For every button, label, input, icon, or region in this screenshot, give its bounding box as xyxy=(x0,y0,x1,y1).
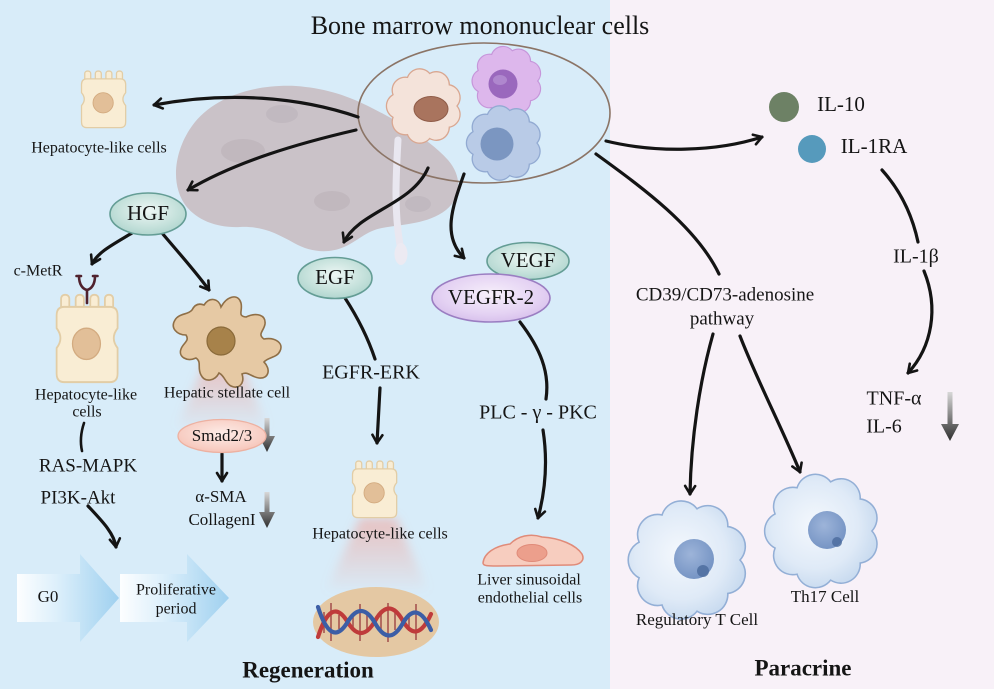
paracrine-section-label: Paracrine xyxy=(754,655,851,680)
decrease-arrow-smad xyxy=(259,418,275,452)
hgf-label: HGF xyxy=(127,201,169,225)
dna-icon xyxy=(313,587,439,657)
tnf-label: TNF-α xyxy=(867,388,922,410)
liver-icon xyxy=(175,85,459,265)
plc-pkc-label: PLC - γ - PKC xyxy=(479,402,597,424)
bone-marrow-cells-oval xyxy=(357,42,611,184)
vegfr2-node xyxy=(431,273,551,323)
il10-label: IL-10 xyxy=(817,92,865,116)
mononuclear-cell-pink xyxy=(385,68,461,144)
line-cells-to-rasmapk xyxy=(79,421,86,453)
arrow-oval-to-hepatocyte xyxy=(152,95,360,119)
hepatocyte-top-label: Hepatocyte-like cells xyxy=(31,140,167,157)
proliferative-label-line2: period xyxy=(156,601,197,618)
line-vegfr2-to-plc xyxy=(518,320,549,401)
stellate-signal-glow xyxy=(176,362,268,428)
hepatocyte-left-label-line2: cells xyxy=(72,404,101,421)
hepatocyte-left-label-line1: Hepatocyte-like xyxy=(35,387,137,404)
arrow-cd39-to-th17 xyxy=(738,334,803,474)
smad-label: Smad2/3 xyxy=(192,426,252,445)
stellate-cell-icon xyxy=(172,296,282,388)
line-il1ra-to-il1b xyxy=(880,168,920,244)
cmetr-label: c-MetR xyxy=(14,263,63,280)
treg-cell-icon xyxy=(627,500,747,620)
cd39-label-line2: pathway xyxy=(690,308,755,329)
hepatocyte-cell-icon-left xyxy=(55,293,119,384)
arrow-hgf-to-stellate xyxy=(160,231,211,292)
arrow-hgf-to-cmetr xyxy=(89,231,134,266)
g0-phase-arrow xyxy=(17,554,119,642)
g0-label: G0 xyxy=(38,587,59,606)
il6-label: IL-6 xyxy=(866,416,902,438)
il1ra-label: IL-1RA xyxy=(841,134,908,158)
arrow-egfrerk-to-hepatocyte xyxy=(371,386,384,445)
line-egf-to-egfrerk xyxy=(343,296,377,361)
vegf-label: VEGF xyxy=(501,248,556,272)
decrease-arrow-tnf xyxy=(941,392,959,441)
egf-label: EGF xyxy=(315,265,355,289)
mononuclear-cell-purple xyxy=(471,45,542,117)
arrow-oval-to-hgf xyxy=(186,128,358,192)
egf-node xyxy=(297,256,373,300)
arrow-cd39-to-treg xyxy=(683,332,715,496)
arrow-plc-to-lsec xyxy=(533,428,548,520)
vegfr2-label: VEGFR-2 xyxy=(448,285,534,309)
decrease-arrow-collagen xyxy=(259,492,275,528)
hgf-node xyxy=(109,192,187,236)
endothelial-cell-icon xyxy=(482,534,584,567)
th17-label: Th17 Cell xyxy=(791,587,860,606)
stellate-label: Hepatic stellate cell xyxy=(164,385,291,402)
egfrerk-label: EGFR-ERK xyxy=(322,362,420,384)
pathway-arrows xyxy=(79,95,934,549)
proliferative-label-line1: Proliferative xyxy=(136,582,216,599)
il10-dot xyxy=(769,92,799,122)
proliferative-phase-arrow xyxy=(120,554,229,642)
regeneration-section-label: Regeneration xyxy=(242,657,374,682)
arrow-oval-to-vegf xyxy=(449,172,466,260)
il1b-label: IL-1β xyxy=(893,246,939,268)
cmetr-receptor-icon xyxy=(75,274,99,305)
lsec-label-line2: endothelial cells xyxy=(478,590,582,607)
collagen-label: CollagenI xyxy=(188,510,255,529)
smad-node xyxy=(177,418,267,454)
arrow-pi3k-to-proliferation xyxy=(86,504,122,549)
hepatocyte-mid-label: Hepatocyte-like cells xyxy=(312,526,448,543)
lsec-label-line1: Liver sinusoidal xyxy=(477,572,581,589)
mononuclear-cell-blue xyxy=(465,105,541,181)
pi3kakt-label: PI3K-Akt xyxy=(41,487,117,508)
hepatocyte-cell-icon-middle xyxy=(351,460,398,519)
hepatocyte-dna-glow xyxy=(326,518,428,590)
rasmapk-label: RAS-MAPK xyxy=(39,455,137,476)
arrow-il1b-to-tnf xyxy=(906,269,934,375)
th17-cell-icon xyxy=(763,473,878,589)
treg-label: Regulatory T Cell xyxy=(636,610,758,629)
hepatocyte-cell-icon-top xyxy=(80,70,127,129)
cd39-label-line1: CD39/CD73-adenosine xyxy=(636,284,814,305)
arrow-oval-to-egf xyxy=(341,166,430,244)
arrow-oval-to-cd39 xyxy=(594,152,721,276)
il1ra-dot xyxy=(798,135,826,163)
figure-title: Bone marrow mononuclear cells xyxy=(311,11,650,40)
asma-label: α-SMA xyxy=(195,487,247,506)
arrow-oval-to-il10 xyxy=(604,133,764,151)
